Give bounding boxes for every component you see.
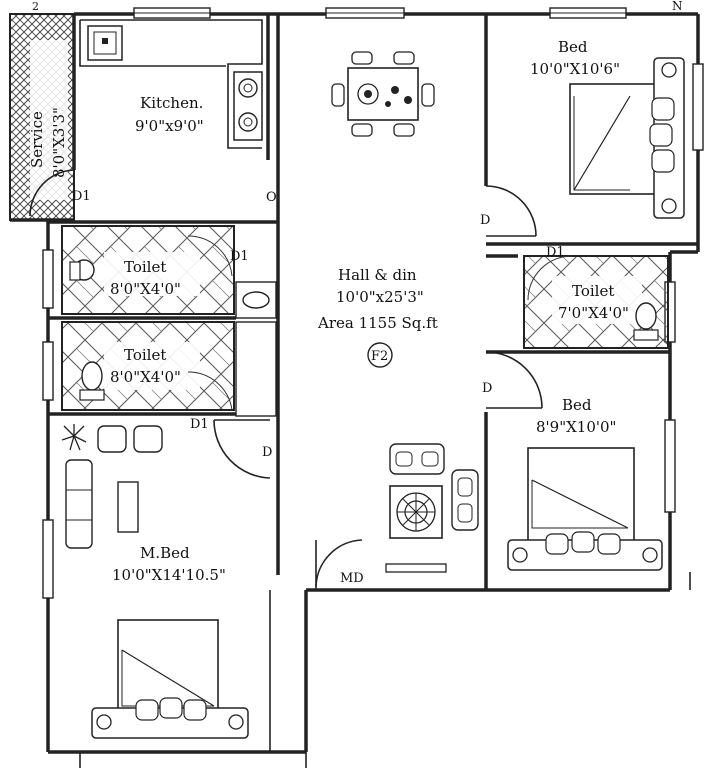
service-area: Service 8'0"X3'3" — [9, 13, 75, 221]
north-mark: N — [672, 0, 683, 13]
sofa-icon — [65, 459, 93, 549]
wash-basin — [235, 281, 277, 417]
bed-right-size: 8'9"X10'0" — [536, 418, 616, 436]
toilet-2-label: Toilet — [124, 346, 166, 364]
hall-label: Hall & din — [338, 266, 417, 284]
sink-icon — [87, 25, 123, 61]
door-tag-d-bed-right: D — [482, 381, 492, 396]
living-set — [385, 443, 479, 573]
wc-icon — [635, 302, 657, 330]
kitchen-size: 9'0"x9'0" — [135, 117, 204, 135]
bedroom-right: D Bed 8'9"X10'0" — [482, 351, 663, 590]
kitchen-label: Kitchen. — [140, 94, 203, 112]
toilet-1-size: 8'0"X4'0" — [110, 280, 181, 298]
bed-top-size: 10'0"X10'6" — [530, 60, 620, 78]
basin-icon — [242, 291, 270, 309]
top-windows — [133, 7, 627, 19]
door-tag-d-bed-top: D — [480, 213, 490, 228]
bed-top-label: Bed — [558, 38, 588, 56]
plan-code: F2 — [371, 349, 388, 364]
door-tag-d1-service: D1 — [72, 189, 91, 204]
sofa-icon — [451, 469, 479, 531]
wc-icon — [81, 361, 103, 391]
dining-table-icon — [331, 51, 435, 137]
toilet-1: Toilet 8'0"X4'0" D1 — [61, 225, 249, 315]
hall-dining: Hall & din 10'0"x25'3" Area 1155 Sq.ft F… — [315, 51, 479, 590]
master-bed-size: 10'0"X14'10.5" — [112, 566, 226, 584]
corner-mark: 2 — [32, 0, 39, 13]
master-bedroom: M.Bed 10'0"X14'10.5" — [61, 424, 249, 739]
chair-icon — [97, 425, 127, 453]
door-tag-d1-toilet-low: D1 — [190, 417, 209, 432]
service-size: 8'0"X3'3" — [50, 107, 68, 178]
toilet-right: Toilet 7'0"X4'0" D1 — [486, 245, 669, 349]
hall-area: Area 1155 Sq.ft — [317, 314, 438, 332]
plan-code-circle — [367, 342, 393, 368]
toilet-right-size: 7'0"X4'0" — [558, 304, 629, 322]
bed-icon — [569, 57, 685, 219]
toilet-right-label: Toilet — [572, 282, 614, 300]
sofa-icon — [389, 443, 445, 475]
toilet-2: Toilet 8'0"X4'0" D1 — [61, 321, 235, 432]
plant-icon — [61, 424, 87, 451]
bed-right-label: Bed — [562, 396, 592, 414]
bed-icon — [507, 447, 663, 571]
hall-size: 10'0"x25'3" — [336, 288, 424, 306]
door-tag-d1-toilet-top: D1 — [230, 249, 249, 264]
toilet-2-size: 8'0"X4'0" — [110, 368, 181, 386]
chair-icon — [133, 425, 163, 453]
table-icon — [117, 481, 139, 533]
stove-icon — [233, 71, 263, 141]
service-label: Service — [28, 111, 46, 168]
kitchen-opening-tag: O — [266, 190, 277, 205]
kitchen: Kitchen. 9'0"x9'0" D1 O — [29, 14, 277, 217]
bed-icon — [91, 619, 249, 739]
door-tag-d1-toilet-right: D1 — [546, 245, 565, 260]
main-door-tag: MD — [340, 571, 364, 586]
toilet-1-label: Toilet — [124, 258, 166, 276]
master-bed-label: M.Bed — [140, 544, 190, 562]
tv-unit-icon — [385, 563, 447, 573]
bedroom-top: D Bed 10'0"X10'6" — [480, 14, 698, 246]
door-tag-d-master: D — [262, 445, 272, 460]
